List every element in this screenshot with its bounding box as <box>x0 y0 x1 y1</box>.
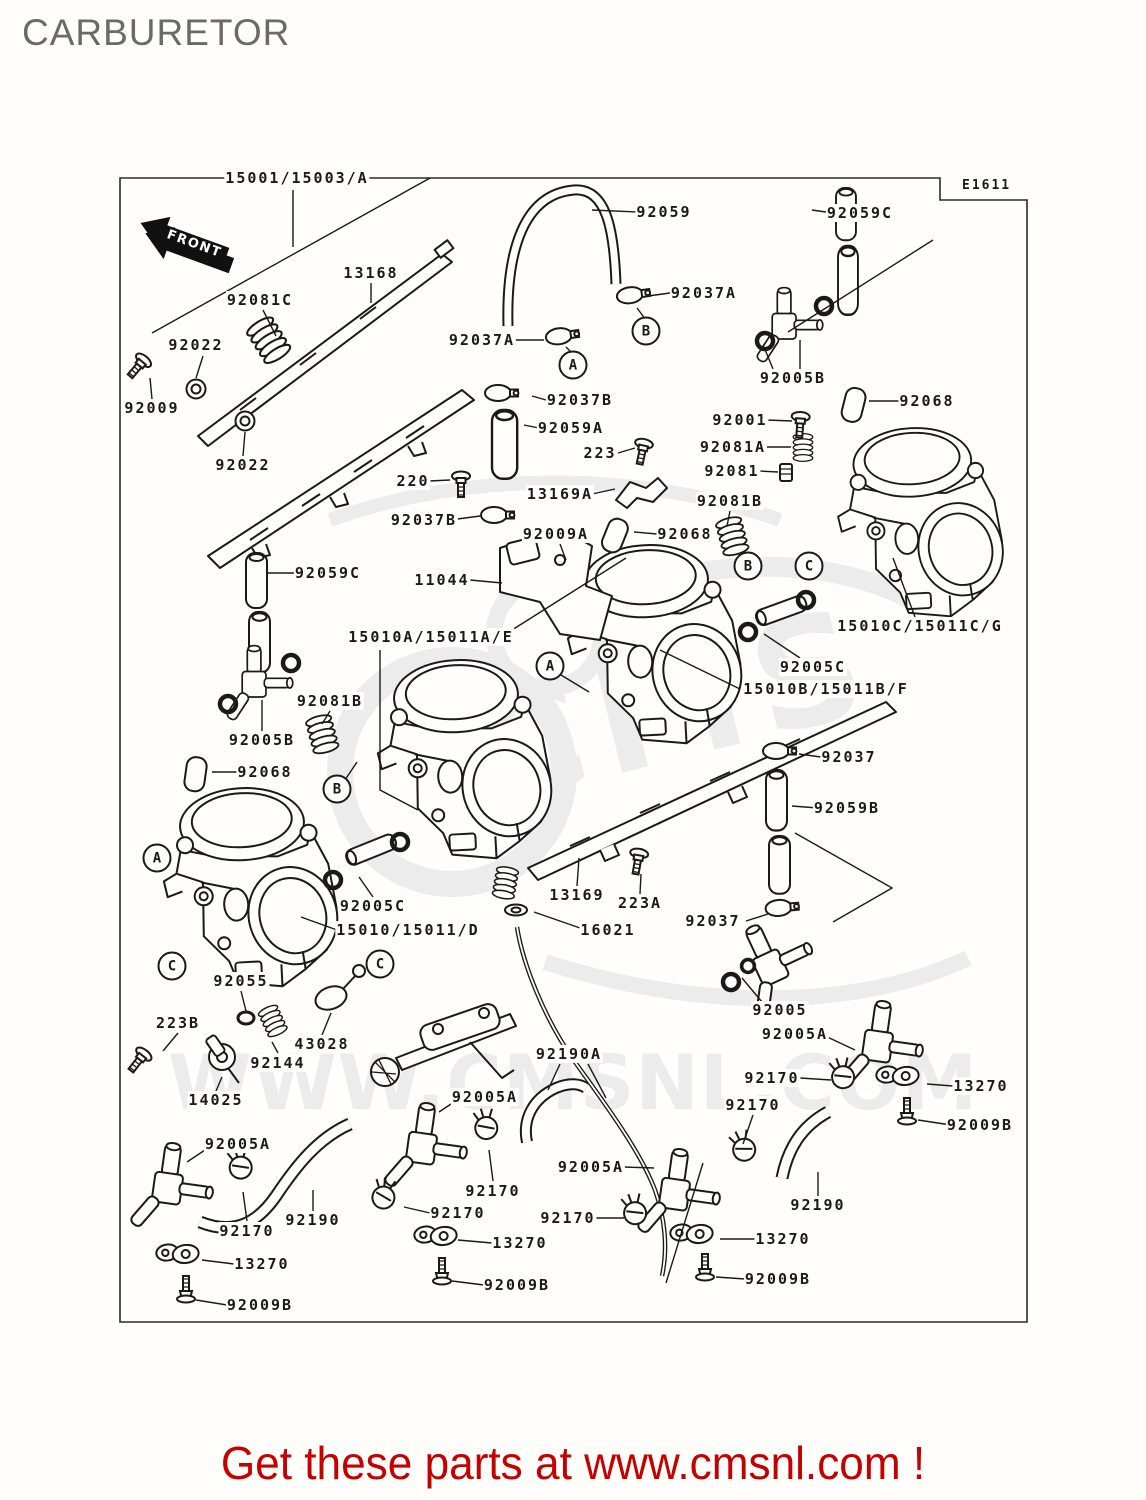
part-label[interactable]: 92059A <box>536 419 606 437</box>
part-label[interactable]: 92037 <box>684 912 742 930</box>
part-label[interactable]: 92022 <box>167 336 225 354</box>
ref-circle-c: C <box>365 949 395 979</box>
part-label[interactable]: 92009B <box>225 1296 295 1314</box>
part-label[interactable]: 92170 <box>429 1204 487 1222</box>
diagram-border <box>119 177 1028 1323</box>
part-label[interactable]: 13270 <box>491 1234 549 1252</box>
part-label[interactable]: 92170 <box>464 1182 522 1200</box>
part-label[interactable]: 13169 <box>548 886 606 904</box>
part-label[interactable]: 15001/15003/A <box>224 169 370 187</box>
part-label[interactable]: 92068 <box>656 525 714 543</box>
part-label[interactable]: 92170 <box>218 1222 276 1240</box>
part-label[interactable]: 92009A <box>521 525 591 543</box>
part-label[interactable]: 92059C <box>825 204 895 222</box>
part-label[interactable]: 92009B <box>945 1116 1015 1134</box>
part-label[interactable]: 92170 <box>539 1209 597 1227</box>
part-label[interactable]: 92144 <box>249 1054 307 1072</box>
page-title: CARBURETOR <box>22 12 291 53</box>
small-assemblies <box>205 477 668 1087</box>
part-label[interactable]: 43028 <box>293 1035 351 1053</box>
part-label[interactable]: 92059B <box>812 799 882 817</box>
part-label[interactable]: 13270 <box>754 1230 812 1248</box>
footer-promo-link[interactable]: Get these parts at www.cmsnl.com ! <box>220 1437 926 1489</box>
front-direction-arrow: FRONT <box>140 216 235 274</box>
part-label[interactable]: 92068 <box>898 392 956 410</box>
part-label[interactable]: 92081C <box>225 291 295 309</box>
part-label[interactable]: 92005A <box>760 1025 830 1043</box>
part-label[interactable]: 92081 <box>703 462 761 480</box>
part-label[interactable]: 92037B <box>545 391 615 409</box>
part-label[interactable]: 92037B <box>389 511 459 529</box>
part-label[interactable]: 92170 <box>743 1069 801 1087</box>
part-label[interactable]: 92037A <box>447 331 517 349</box>
fuel-rails <box>197 239 897 881</box>
part-label[interactable]: 13169A <box>525 485 595 503</box>
ref-circle-a: A <box>535 651 565 681</box>
part-label[interactable]: 13168 <box>342 264 400 282</box>
ref-circle-b: B <box>733 551 763 581</box>
part-label[interactable]: 92190 <box>789 1196 847 1214</box>
part-label[interactable]: 13270 <box>952 1077 1010 1095</box>
part-label[interactable]: 92037 <box>820 748 878 766</box>
part-label[interactable]: 92009B <box>482 1276 552 1294</box>
part-label[interactable]: 92037A <box>669 284 739 302</box>
part-label[interactable]: 92005B <box>758 369 828 387</box>
part-label[interactable]: 223 <box>582 444 618 462</box>
part-label[interactable]: 92005A <box>556 1158 626 1176</box>
ref-circle-c: C <box>794 551 824 581</box>
part-label[interactable]: 16021 <box>579 921 637 939</box>
part-label[interactable]: 92190A <box>534 1045 604 1063</box>
part-label[interactable]: 92005C <box>778 658 848 676</box>
part-label[interactable]: 92190 <box>284 1211 342 1229</box>
part-label[interactable]: 92081B <box>295 692 365 710</box>
part-label[interactable]: 92081A <box>698 438 768 456</box>
part-label[interactable]: 92005A <box>450 1088 520 1106</box>
ref-circle-c: C <box>157 951 187 981</box>
ref-circle-a: A <box>558 350 588 380</box>
part-label[interactable]: 15010C/15011C/G <box>836 617 1004 635</box>
part-label[interactable]: 14025 <box>187 1091 245 1109</box>
part-label[interactable]: 92059 <box>635 203 693 221</box>
part-label[interactable]: 15010B/15011B/F <box>742 680 910 698</box>
part-label[interactable]: 92055 <box>212 972 270 990</box>
ref-circle-b: B <box>631 316 661 346</box>
part-label[interactable]: 92022 <box>214 456 272 474</box>
part-label[interactable]: 92068 <box>236 763 294 781</box>
part-label[interactable]: 15010/15011/D <box>335 921 481 939</box>
part-label[interactable]: 223B <box>154 1014 202 1032</box>
part-label[interactable]: 13270 <box>233 1255 291 1273</box>
part-label[interactable]: 92005A <box>203 1135 273 1153</box>
ref-circle-a: A <box>142 843 172 873</box>
part-label[interactable]: 15010A/15011A/E <box>347 628 515 646</box>
page-code: E1611 <box>962 178 1012 193</box>
part-label[interactable]: 92081B <box>695 492 765 510</box>
leader-lines <box>149 177 954 1306</box>
part-label[interactable]: 92009 <box>123 399 181 417</box>
part-label[interactable]: 92005C <box>338 897 408 915</box>
part-label[interactable]: 11044 <box>413 571 471 589</box>
part-label[interactable]: 92005B <box>227 731 297 749</box>
part-label[interactable]: 92009B <box>743 1270 813 1288</box>
ref-circle-b: B <box>322 774 352 804</box>
part-label[interactable]: 92005 <box>751 1001 809 1019</box>
part-label[interactable]: 92001 <box>711 411 769 429</box>
part-label[interactable]: 223A <box>616 894 664 912</box>
part-label[interactable]: 92170 <box>724 1096 782 1114</box>
part-label[interactable]: 220 <box>395 472 431 490</box>
part-label[interactable]: 92059C <box>293 564 363 582</box>
